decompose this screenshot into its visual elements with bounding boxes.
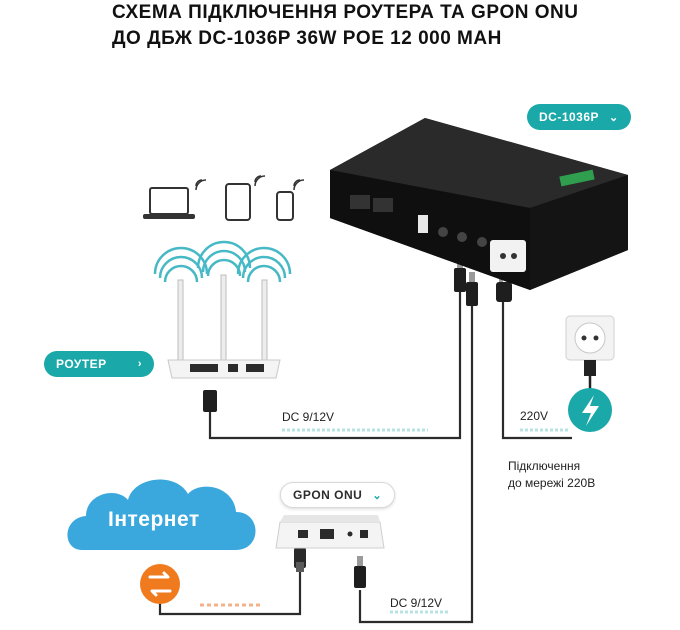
router-device	[167, 274, 281, 379]
router-badge[interactable]: РОУТЕР ›	[44, 351, 154, 377]
page-title: Схема підключення роутера та GPON ONU до…	[112, 0, 672, 52]
mains-cable	[501, 300, 572, 440]
chevron-down-icon: ⌄	[609, 111, 619, 124]
router-dc-jack	[203, 390, 217, 412]
chevron-down-icon: ⌄	[372, 489, 383, 502]
wifi-icon	[153, 240, 292, 283]
internet-label: Інтернет	[108, 508, 200, 531]
router-label: РОУТЕР	[56, 357, 107, 371]
internet-cloud	[67, 479, 256, 550]
router-dc-label: DC 9/12V	[282, 410, 335, 424]
device-model-label: DC-1036P	[539, 110, 600, 124]
onu-device	[275, 515, 385, 549]
device-wifi-icons	[195, 175, 305, 191]
onu-dc-jack	[354, 556, 366, 588]
mains-caption-line-1: Підключення	[508, 459, 581, 473]
phone-icon	[276, 191, 294, 221]
ethernet-plug	[294, 548, 306, 572]
tablet-icon	[225, 183, 251, 221]
ups-device	[330, 118, 628, 290]
dc-plug-onu	[466, 272, 478, 306]
chevron-right-icon: ›	[137, 358, 142, 370]
onu-dc-label: DC 9/12V	[390, 596, 443, 610]
wall-socket	[565, 315, 615, 392]
device-model-badge[interactable]: DC-1036P ⌄	[527, 104, 631, 130]
title-line-1: Схема підключення роутера та GPON ONU	[112, 2, 579, 23]
mains-caption-line-2: до мережі 220В	[508, 476, 596, 490]
onu-badge[interactable]: GPON ONU ⌄	[280, 482, 396, 508]
laptop-icon	[143, 187, 195, 219]
cables	[158, 290, 572, 624]
mains-voltage-label: 220V	[520, 409, 549, 423]
onu-label: GPON ONU	[293, 488, 363, 502]
mains-caption: Підключення до мережі 220В	[508, 458, 595, 492]
title-line-2: до ДБЖ DC-1036P 36W POE 12 000 mAh	[112, 28, 502, 49]
internet-cable	[158, 565, 302, 616]
onu-dc-cable	[358, 305, 474, 624]
router-dc-cable	[208, 290, 462, 440]
